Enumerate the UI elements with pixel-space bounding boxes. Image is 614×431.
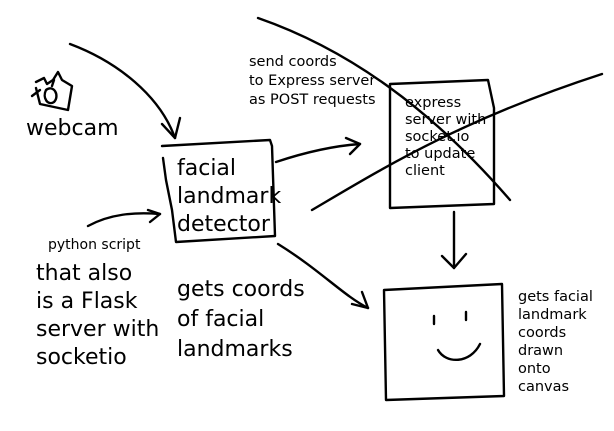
arrow-express-to-client <box>440 210 468 270</box>
detector-box <box>160 138 277 244</box>
arrow-detector-to-express <box>274 136 362 164</box>
client-canvas-label: gets facial landmark coords drawn onto c… <box>518 289 593 395</box>
cross-out-line-1 <box>256 16 512 202</box>
client-canvas-box <box>382 282 506 402</box>
detector-label: facial landmark detector <box>177 156 282 237</box>
webcam-label: webcam <box>26 116 119 141</box>
gets-coords-label: gets coords of facial landmarks <box>177 277 305 362</box>
express-server-label: express server with socket.io to update … <box>405 95 487 179</box>
python-script-label: python script <box>48 237 141 253</box>
flask-server-label: that also is a Flask server with socketi… <box>36 261 160 370</box>
cross-out-line-2 <box>310 72 604 212</box>
camera-icon <box>30 70 74 112</box>
express-server-box <box>388 78 496 210</box>
arrow-detector-to-client <box>276 242 370 310</box>
arrow-webcam-to-detector <box>68 42 182 140</box>
send-coords-label: send coords to Express server as POST re… <box>249 54 376 108</box>
arrow-python-to-detector <box>86 208 162 228</box>
smiley-face-icon <box>432 310 482 361</box>
